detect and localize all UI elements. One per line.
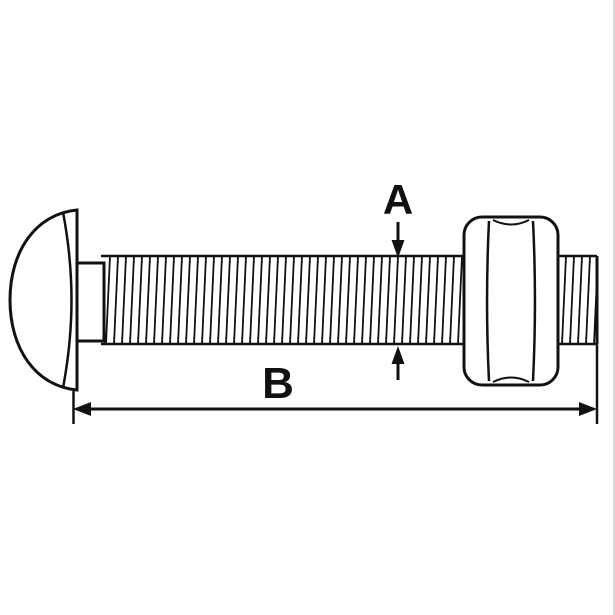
bolt-head <box>8 208 79 392</box>
thread-tip <box>556 254 599 346</box>
neck-face <box>75 261 106 343</box>
thread-tip-hatching <box>556 256 597 344</box>
dim-a-label: A <box>383 176 413 223</box>
nut-bottom-chamfer <box>492 376 530 383</box>
hex-nut <box>462 215 560 387</box>
dim-b-left-arrowhead <box>73 402 91 416</box>
dimension-b: B <box>72 344 599 424</box>
dim-b-right-arrowhead <box>579 402 597 416</box>
dim-b-label: B <box>262 359 294 408</box>
dim-a-down-arrowhead <box>391 240 405 258</box>
thread-section <box>101 254 466 346</box>
thread-hatching <box>103 256 466 344</box>
nut-outline <box>462 215 560 387</box>
head-dome-outline <box>8 208 79 392</box>
nut-right-facet-line <box>531 220 537 382</box>
page-edge-border <box>613 0 615 615</box>
dim-a-up-arrowhead <box>391 346 405 364</box>
nut-top-chamfer <box>492 219 530 226</box>
bolt-neck <box>75 261 106 343</box>
nut-left-facet-line <box>485 220 491 382</box>
head-rim-line <box>61 211 73 389</box>
dimension-a: A <box>383 176 413 380</box>
